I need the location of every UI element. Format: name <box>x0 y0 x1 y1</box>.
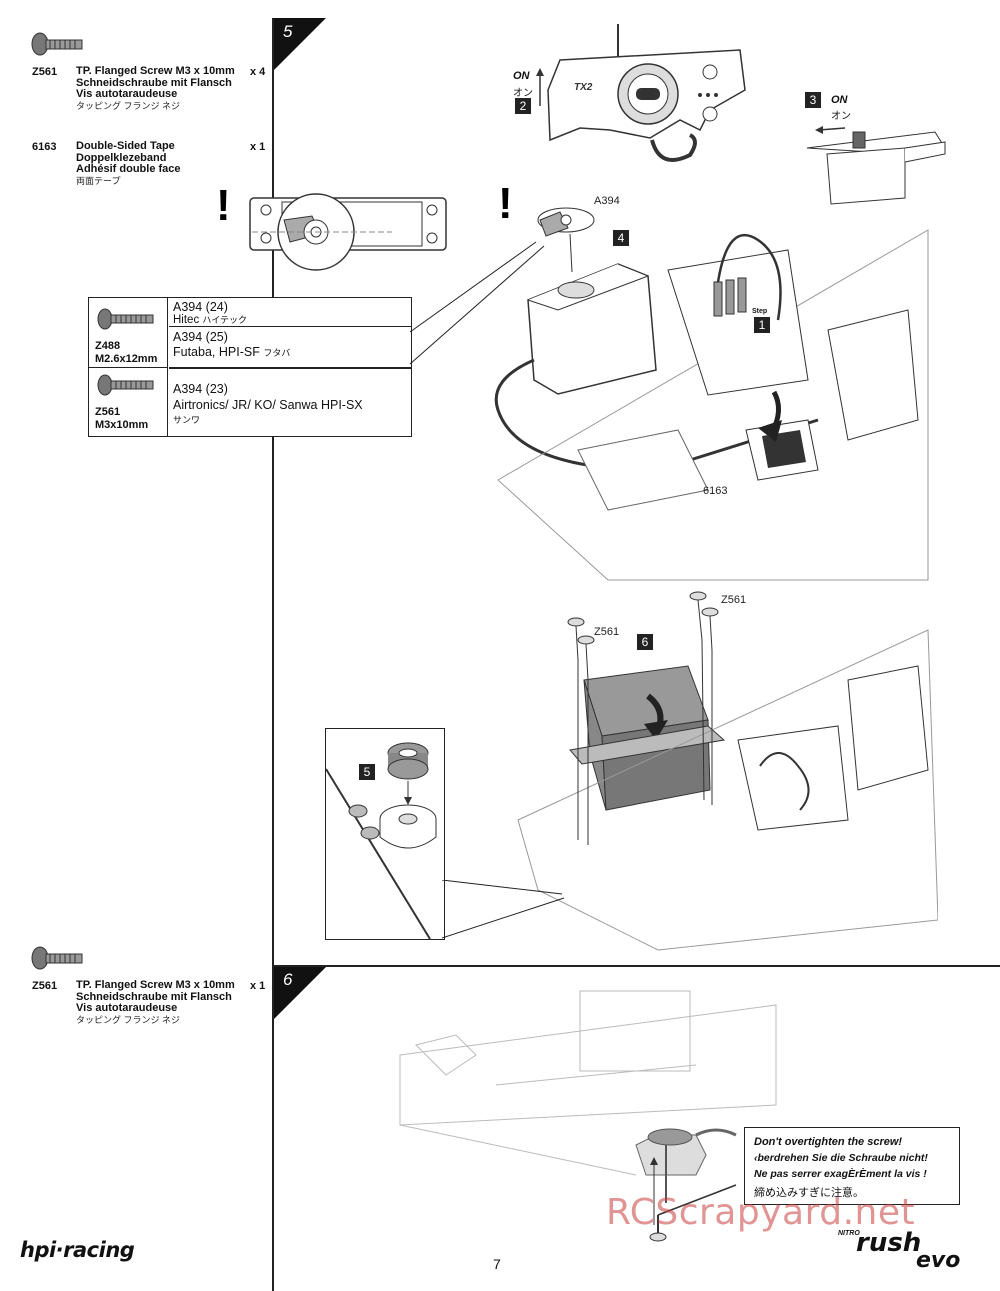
part-description: TP. Flanged Screw M3 x 10mm Schneidschra… <box>76 65 235 112</box>
step-number: 6 <box>283 970 293 989</box>
part-name-de: Doppelklezeband <box>76 151 167 164</box>
detail-inset: 5 <box>325 728 445 940</box>
screw-size: M3x10mm <box>95 419 149 431</box>
horn-code: A394 (24) <box>173 300 228 314</box>
part-name-fr: Vis autotaraudeuse <box>76 88 178 100</box>
part-name-de: Schneidschraube mit Flansch <box>76 990 232 1003</box>
part-code: Z561 <box>32 66 58 78</box>
brand-logo-rush-evo: NITRO rush evo <box>836 1228 986 1274</box>
sub-step-badge: 4 <box>613 230 629 246</box>
receiver-mount-drawing <box>517 591 938 951</box>
step-number: 5 <box>283 22 293 41</box>
step-number-tab <box>274 18 326 70</box>
part-qty: x 1 <box>250 141 266 153</box>
screw-code: Z488 <box>95 340 121 352</box>
servo-install-drawing: ! <box>494 180 929 581</box>
part-code: 6163 <box>32 141 57 153</box>
sub-step-badge: 1 <box>754 317 770 333</box>
on-label-jp: オン <box>831 111 851 122</box>
brand-logo-hpi: hpi·racing <box>20 1238 135 1262</box>
table-divider <box>169 326 411 327</box>
warning-box: Don't overtighten the screw! ‹berdrehen … <box>744 1127 960 1205</box>
warning-en: Don't overtighten the screw! <box>754 1136 903 1148</box>
brand-name: Hitec <box>173 314 200 326</box>
screw-size: M2.6x12mm <box>95 353 158 365</box>
part-description: Double-Sided Tape Doppelklezeband Adhési… <box>76 140 181 187</box>
horn-brand-jp: サンワ <box>173 415 201 425</box>
flanged-screw-icon <box>31 946 83 970</box>
sub-step-badge: 5 <box>359 764 375 780</box>
part-name-en: TP. Flanged Screw M3 x 10mm <box>76 65 235 77</box>
column-divider <box>272 18 274 966</box>
horn-brand: Airtronics/ JR/ KO/ Sanwa HPI-SX <box>173 398 363 412</box>
part-callout: 6163 <box>703 485 728 497</box>
table-divider <box>169 367 411 369</box>
logo-nitro: NITRO <box>838 1230 860 1237</box>
part-description: TP. Flanged Screw M3 x 10mm Schneidschra… <box>76 979 235 1026</box>
table-row: Z488 M2.6x12mm <box>89 298 168 368</box>
step-tag: Step <box>752 308 768 315</box>
screw-code: Z561 <box>95 406 121 418</box>
warning-jp: 締め込みすぎに注意。 <box>754 1187 864 1199</box>
horn-brand: Futaba, HPI-SF フタバ <box>173 345 290 359</box>
on-label-jp: オン <box>513 88 533 99</box>
part-name-en: Double-Sided Tape <box>76 140 175 152</box>
part-name-jp: 両面テープ <box>76 175 121 186</box>
sub-step-badge: 3 <box>805 92 821 108</box>
part-qty: x 4 <box>250 66 266 78</box>
part-name-jp: タッピング フランジ ネジ <box>76 1014 181 1025</box>
warning-de: ‹berdrehen Sie die Schraube nicht! <box>754 1152 928 1164</box>
brand-name-jp: ハイテック <box>202 315 248 325</box>
section-divider <box>274 965 1000 967</box>
sub-step-badge: 2 <box>515 98 531 114</box>
page-number: 7 <box>493 1256 501 1272</box>
brand-name: Futaba, HPI-SF <box>173 345 260 359</box>
part-name-de: Schneidschraube mit Flansch <box>76 76 232 89</box>
screw-icon <box>97 374 154 396</box>
step-number-tab <box>274 967 326 1019</box>
chassis-underside-drawing <box>399 990 777 1242</box>
servo-horn-closeup-drawing: ! <box>216 181 447 271</box>
part-name-fr: Adhésif double face <box>76 163 181 175</box>
part-name-fr: Vis autotaraudeuse <box>76 1002 178 1014</box>
servo-horn-table: Z488 M2.6x12mm Z561 M3x10mm A394 (24) Hi… <box>88 297 412 437</box>
transmitter-drawing: TX2 <box>547 24 746 162</box>
leader-lines <box>409 241 545 365</box>
sub-step-badge: 6 <box>637 634 653 650</box>
part-callout: Z561 <box>594 626 620 638</box>
logo-evo: evo <box>916 1248 961 1273</box>
column-divider <box>272 966 274 1291</box>
flanged-screw-icon <box>31 32 83 56</box>
watermark: RCScrapyard.net <box>606 1192 916 1233</box>
transmitter-brand: TX2 <box>574 82 593 93</box>
warning-fr: Ne pas serrer exagÈrÈment la vis ! <box>754 1168 927 1180</box>
table-row: Z561 M3x10mm <box>89 368 168 436</box>
brand-name-jp: フタバ <box>263 348 291 358</box>
logo-rush: rush <box>856 1228 922 1258</box>
horn-code: A394 (23) <box>173 382 228 396</box>
switch-drawing <box>806 126 946 205</box>
part-callout: Z561 <box>721 594 747 606</box>
screw-icon <box>97 308 154 330</box>
on-label: ON <box>513 70 530 82</box>
horn-brand: Hitec ハイテック <box>173 313 247 326</box>
bushing-detail-drawing <box>326 742 437 939</box>
horn-code: A394 (25) <box>173 330 228 344</box>
part-callout: A394 <box>594 195 620 207</box>
part-name-en: TP. Flanged Screw M3 x 10mm <box>76 979 235 991</box>
part-name-jp: タッピング フランジ ネジ <box>76 100 181 111</box>
on-label: ON <box>831 94 848 106</box>
inset-leader-lines <box>442 880 565 939</box>
part-code: Z561 <box>32 980 58 992</box>
warning-exclamation: ! <box>498 180 513 228</box>
arrow-up-icon <box>536 68 544 106</box>
warning-exclamation: ! <box>216 181 231 230</box>
part-qty: x 1 <box>250 980 266 992</box>
